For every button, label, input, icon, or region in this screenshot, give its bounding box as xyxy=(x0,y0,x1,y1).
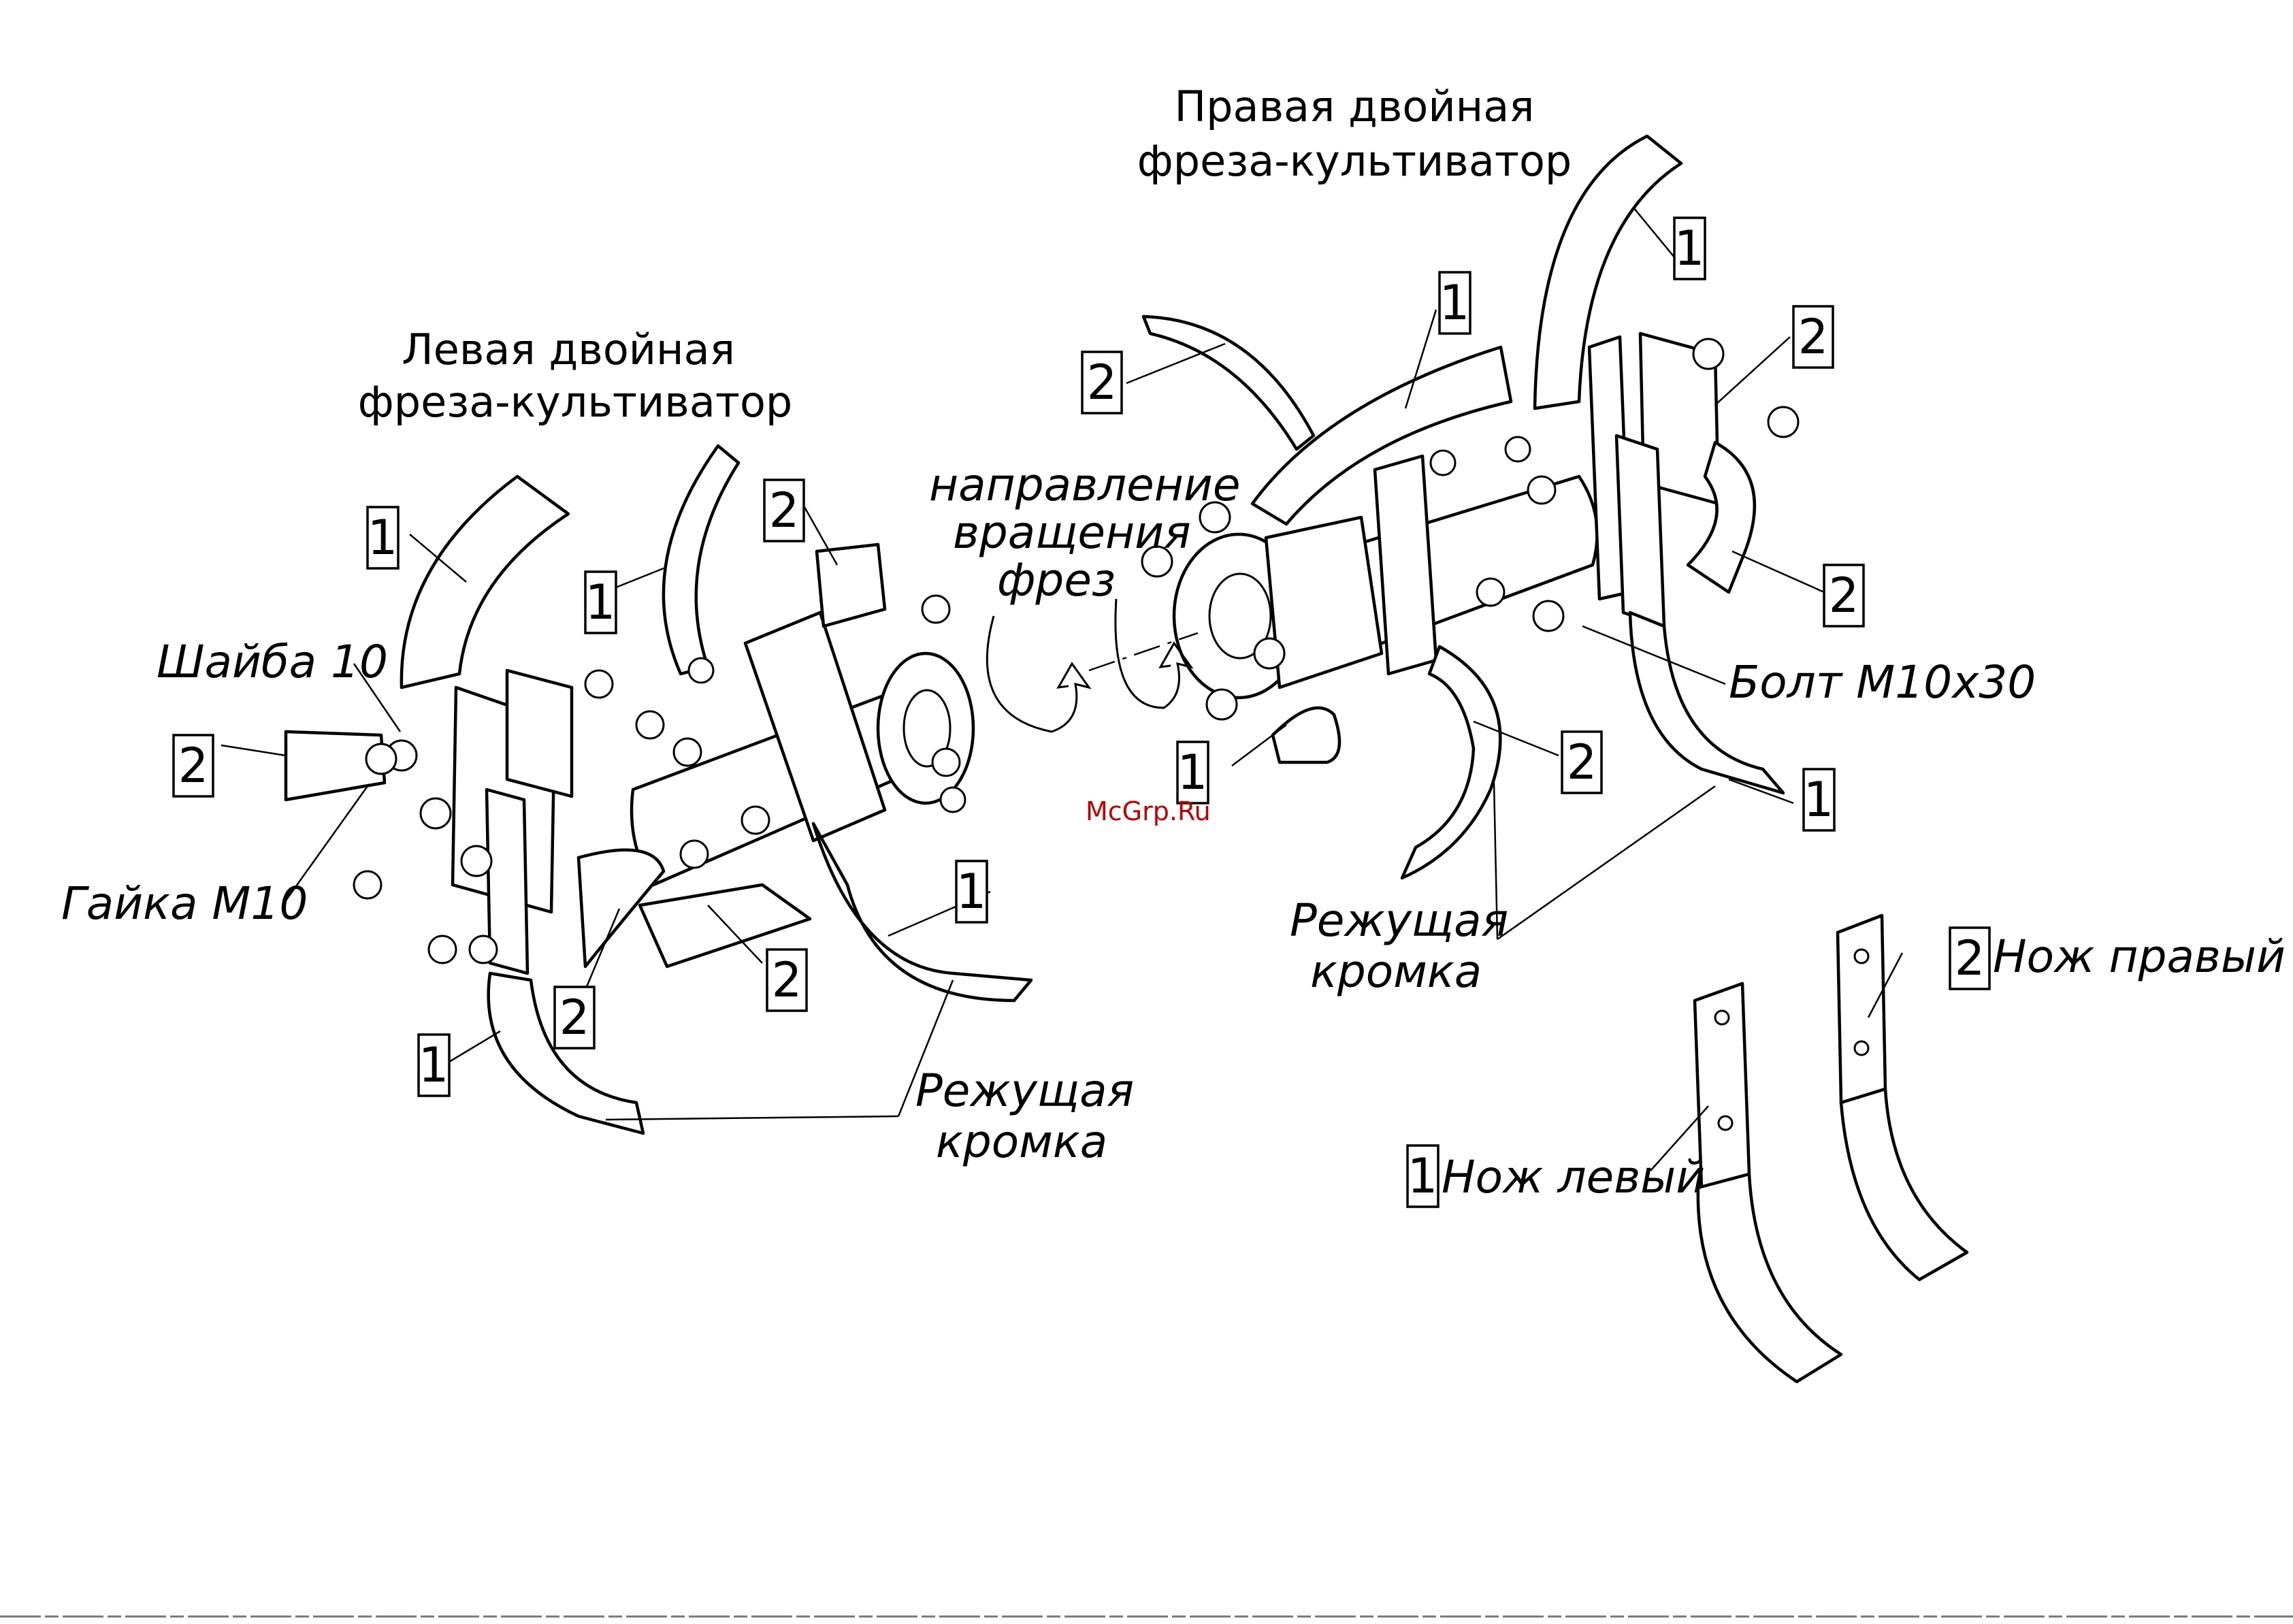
svg-text:2: 2 xyxy=(772,952,802,1008)
svg-text:2: 2 xyxy=(1955,930,1985,986)
right-blade-lower-hub-1 xyxy=(1273,708,1339,762)
svg-text:1: 1 xyxy=(1440,275,1470,331)
right-hub-sleeve xyxy=(1266,517,1382,687)
bolt-label: Болт М10х30 xyxy=(1729,656,2036,709)
rotation-label-line3: фрез xyxy=(997,554,1116,606)
left-outer-plate-b xyxy=(507,670,572,796)
callout-1-right-hub: 1 xyxy=(1177,742,1208,803)
callout-2-left-top: 2 xyxy=(764,480,804,541)
right-blade-left-2 xyxy=(1143,316,1314,449)
svg-text:1: 1 xyxy=(1674,221,1705,276)
callout-2-left-bottom: 2 xyxy=(767,949,807,1011)
svg-text:2: 2 xyxy=(1829,568,1859,623)
callout-1-knife-left: 1 xyxy=(1408,1146,1438,1207)
callout-1-left-shaft: 1 xyxy=(956,861,987,922)
rotation-arrows xyxy=(987,599,1198,732)
nut-label: Гайка М10 xyxy=(61,877,308,930)
svg-text:2: 2 xyxy=(1087,355,1118,410)
svg-text:2: 2 xyxy=(1567,734,1597,790)
left-blade-lower-inner xyxy=(813,824,1031,1001)
callout-1-left-top: 1 xyxy=(368,507,398,568)
washer-label: Шайба 10 xyxy=(157,636,388,688)
title-right-line1: Правая двойная xyxy=(1175,82,1535,131)
title-right-line2: фреза-культиватор xyxy=(1137,136,1572,186)
cutting-edge-left-line2: кромка xyxy=(936,1116,1107,1168)
svg-text:2: 2 xyxy=(559,990,590,1045)
knife-left-label: Нож левый xyxy=(1442,1151,1705,1203)
callout-2-right-bottom: 2 xyxy=(1562,732,1601,793)
callout-1-right-mid: 1 xyxy=(1440,272,1470,334)
callout-1-left-mid: 1 xyxy=(585,572,616,633)
title-left-line2: фреза-культиватор xyxy=(358,377,793,427)
left-blade-upper-inner xyxy=(664,446,738,674)
cutting-edge-left-line1: Режущая xyxy=(915,1065,1134,1117)
svg-text:2: 2 xyxy=(1798,309,1829,365)
right-blade-bottom-2 xyxy=(1402,647,1500,878)
callout-2-right-side: 2 xyxy=(1824,565,1864,626)
callout-2-right-left: 2 xyxy=(1082,352,1122,413)
left-blade-top-2 xyxy=(817,545,885,626)
right-plate-d xyxy=(1616,436,1664,626)
svg-text:1: 1 xyxy=(1408,1148,1438,1204)
watermark: McGrp.Ru xyxy=(1086,796,1211,826)
left-blade-upper-outer xyxy=(402,476,568,687)
callout-2-knife-right: 2 xyxy=(1950,928,1989,989)
knife-right-label: Нож правый xyxy=(1993,930,2286,983)
callout-1-right-bottom: 1 xyxy=(1804,769,1834,830)
svg-text:1: 1 xyxy=(585,574,616,630)
svg-text:2: 2 xyxy=(769,483,800,538)
callout-2-left-side: 2 xyxy=(174,735,213,796)
cutting-edge-right-line1: Режущая xyxy=(1290,894,1508,947)
rotation-arrow-left xyxy=(987,616,1089,732)
svg-text:1: 1 xyxy=(1177,745,1208,800)
cutting-edge-right-line2: кромка xyxy=(1310,945,1482,998)
svg-text:1: 1 xyxy=(1804,772,1834,828)
title-left-line1: Левая двойная xyxy=(402,325,735,374)
callout-2-right-top: 2 xyxy=(1793,306,1833,368)
callout-1-right-top: 1 xyxy=(1674,218,1705,279)
knife-left-drawing xyxy=(1695,984,1841,1382)
svg-text:1: 1 xyxy=(419,1037,449,1093)
svg-text:2: 2 xyxy=(178,738,209,794)
callout-1-left-lower: 1 xyxy=(419,1035,449,1096)
svg-text:1: 1 xyxy=(956,864,987,920)
rotation-label-line2: вращения xyxy=(953,506,1191,559)
rotation-label-line1: направление xyxy=(929,459,1240,511)
knife-right-drawing xyxy=(1838,915,1967,1280)
svg-text:1: 1 xyxy=(368,510,398,566)
callout-2-left-lower: 2 xyxy=(555,987,594,1048)
